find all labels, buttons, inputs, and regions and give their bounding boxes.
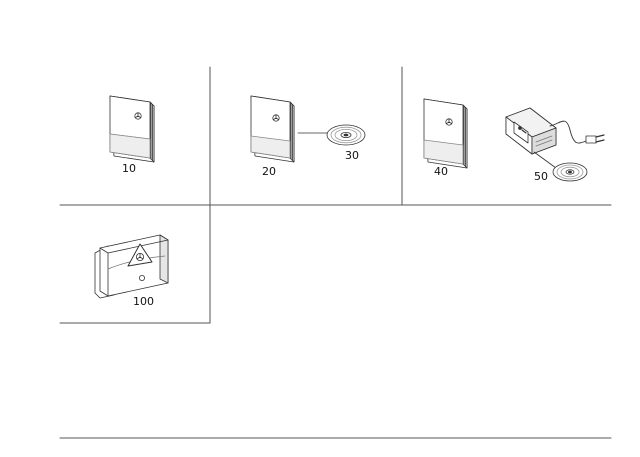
navigation-unit-50-icon xyxy=(505,107,605,155)
item-number-30: 30 xyxy=(345,149,359,162)
cd-30-icon xyxy=(326,124,366,146)
item-number-50: 50 xyxy=(534,170,548,183)
book-20-icon xyxy=(250,95,295,163)
frame-lines xyxy=(59,66,612,439)
wallet-100-icon xyxy=(94,234,169,299)
item-number-100: 100 xyxy=(133,295,154,308)
item-number-40: 40 xyxy=(434,165,448,178)
item-number-20: 20 xyxy=(262,165,276,178)
cd-50-icon xyxy=(533,151,588,182)
item-number-10: 10 xyxy=(122,162,136,175)
book-10-icon xyxy=(109,95,155,163)
book-40-icon xyxy=(423,98,468,169)
